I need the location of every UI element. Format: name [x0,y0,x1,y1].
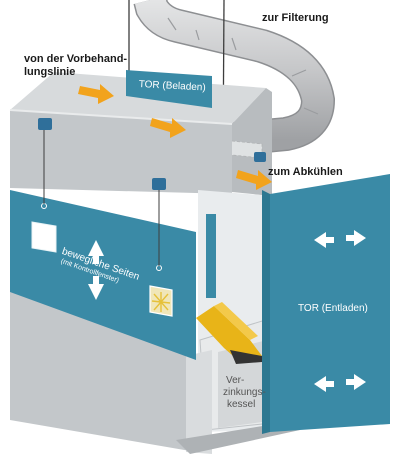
label-to-cooling: zum Abkühlen [268,166,343,178]
horizontal-move-arrows-top [314,230,366,248]
exhaust-duct [133,0,336,157]
gate-unloading-edge [262,190,270,434]
vertical-move-arrows [88,240,104,300]
housing-right-wall [232,88,272,196]
flow-arrows [78,84,272,190]
label-kettle-line2: zinkungs- [223,387,266,398]
hoist-wires [43,128,160,266]
control-window-left [31,221,57,253]
horizontal-move-arrows-bottom [314,374,366,392]
hoist-motor-right [152,178,166,190]
gate-loading-panel [126,70,212,108]
label-from-pretreatment-line2: lungslinie [24,66,76,78]
spark-icon [151,292,171,312]
hoist-motor-rear [254,152,266,162]
lower-side-return [186,350,212,454]
dipping-hook [196,302,262,364]
hoist-motor-left [38,118,52,130]
label-to-filtering: zur Filterung [262,12,329,24]
label-kettle-line1: Ver- [226,375,245,386]
label-gate-unloading: TOR (Entladen) [298,303,368,314]
inner-door-strip [206,214,216,298]
label-from-pretreatment-line1: von der Vorbehand- [24,53,128,65]
label-kettle-line3: kessel [227,399,256,410]
